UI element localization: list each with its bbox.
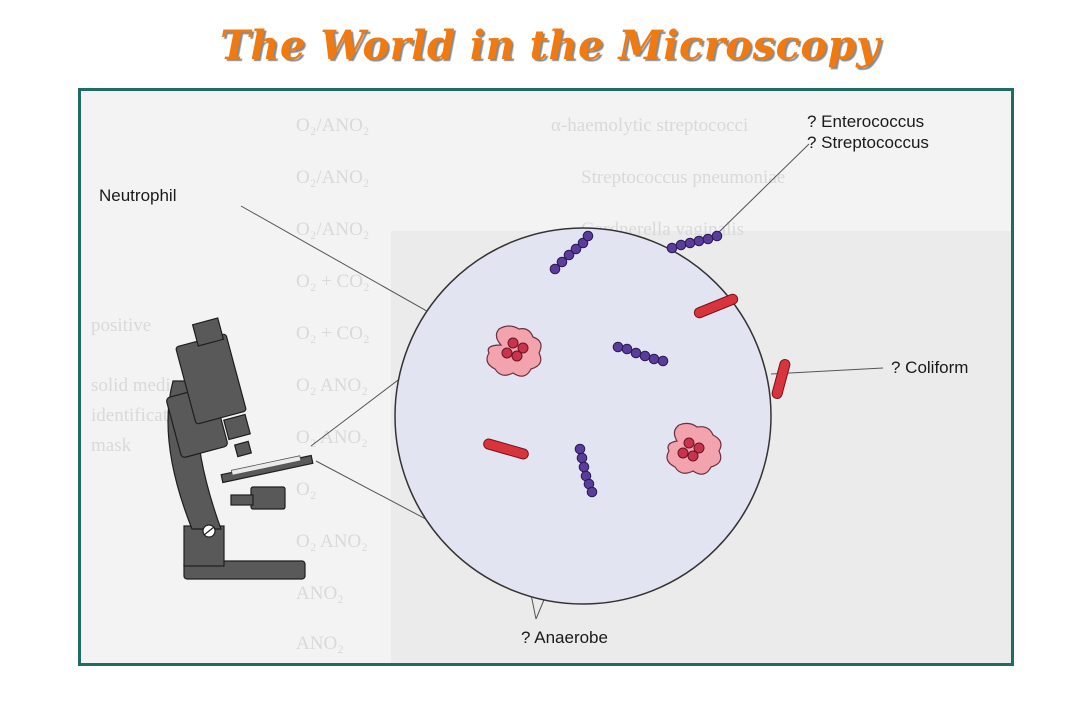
- neutrophil-cell: [666, 422, 722, 475]
- svg-text:ANO₂: ANO₂: [296, 583, 344, 604]
- cocci-chains: [549, 230, 723, 498]
- svg-text:O₂ ANO₂: O₂ ANO₂: [296, 531, 368, 552]
- microscope-slide: [230, 455, 302, 476]
- svg-text:Streptococcus pneumoniae: Streptococcus pneumoniae: [581, 167, 785, 188]
- microscope-illustration: [166, 317, 314, 580]
- svg-text:O₂: O₂: [296, 479, 316, 500]
- label-neutrophil: Neutrophil: [99, 186, 177, 205]
- svg-text:mask: mask: [91, 435, 132, 456]
- microscopy-diagram: O₂/ANO₂ O₂/ANO₂ O₂/ANO₂ O₂ + CO₂ O₂ + CO…: [91, 112, 1011, 663]
- cocci-chain: [612, 341, 669, 367]
- bacillus-rod: [771, 359, 791, 399]
- label-streptococcus: ? Streptococcus: [807, 133, 929, 152]
- neutrophil-nucleus: [677, 437, 705, 462]
- svg-text:identification: identification: [91, 405, 193, 426]
- coliform-pointer: [770, 367, 884, 375]
- svg-text:O₂/ANO₂: O₂/ANO₂: [296, 115, 369, 136]
- enterococcus-pointer: [716, 143, 810, 235]
- svg-text:O₂ ANO₂: O₂ ANO₂: [296, 375, 368, 396]
- svg-text:α-haemolytic streptococci: α-haemolytic streptococci: [551, 115, 748, 136]
- svg-text:O₂/ANO₂: O₂/ANO₂: [296, 167, 369, 188]
- cocci-chain: [549, 230, 594, 275]
- cocci-chain: [666, 230, 723, 254]
- svg-text:O₂/ANO₂: O₂/ANO₂: [296, 219, 369, 240]
- svg-text:O₂ ANO₂: O₂ ANO₂: [296, 427, 368, 448]
- svg-text:positive: positive: [91, 315, 151, 336]
- microscopy-figure: O₂/ANO₂ O₂/ANO₂ O₂/ANO₂ O₂ + CO₂ O₂ + CO…: [78, 88, 1014, 666]
- neutrophil-cell: [486, 325, 542, 377]
- label-coliform: ? Coliform: [891, 358, 968, 377]
- label-anaerobe: ? Anaerobe: [521, 628, 608, 647]
- bacillus-rod: [483, 438, 529, 460]
- svg-text:O₂ + CO₂: O₂ + CO₂: [296, 271, 370, 292]
- label-enterococcus: ? Enterococcus: [807, 112, 924, 131]
- svg-text:O₂ + CO₂: O₂ + CO₂: [296, 323, 370, 344]
- bacillus-rod: [693, 293, 739, 319]
- svg-text:solid media: solid media: [91, 375, 180, 396]
- neutrophil-nucleus: [501, 337, 529, 362]
- slide-title: The World in the Microscopy: [220, 22, 880, 69]
- magnification-line-top: [310, 367, 415, 447]
- bacilli-rods: [483, 293, 791, 460]
- microscope-field: [394, 227, 772, 605]
- svg-text:ANO₂: ANO₂: [296, 633, 344, 654]
- cocci-chain: [574, 443, 598, 498]
